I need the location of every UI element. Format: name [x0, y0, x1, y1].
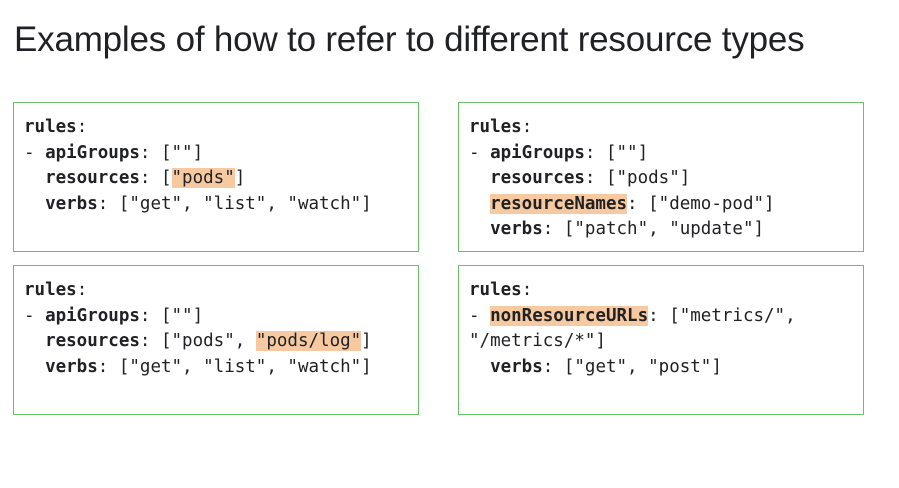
- highlighted-token: "pods/log": [255, 331, 362, 351]
- code-keyword: apiGroups: [45, 142, 140, 163]
- code-text: [24, 357, 45, 377]
- code-text: : ["get", "list", "watch"]: [97, 356, 372, 377]
- code-text: :: [76, 280, 88, 300]
- code-text: -: [24, 142, 46, 163]
- code-text: -: [469, 142, 491, 163]
- code-line: verbs: ["get", "list", "watch"]: [24, 355, 372, 381]
- code-keyword: apiGroups: [45, 305, 140, 326]
- code-line: verbs: ["get", "post"]: [469, 355, 796, 381]
- code-text: : ["get", "post"]: [542, 356, 722, 377]
- code-keyword: apiGroups: [490, 142, 585, 163]
- code-keyword: rules: [24, 280, 77, 300]
- code-text: [24, 194, 45, 214]
- code-block: rules:- apiGroups: [""] resources: ["pod…: [469, 115, 775, 243]
- code-text: [469, 168, 490, 188]
- code-text: "/metrics/*"]: [469, 331, 606, 351]
- code-text: [24, 168, 45, 188]
- code-text: : ["pods"]: [584, 168, 691, 188]
- code-text: -: [24, 305, 46, 326]
- code-block: rules:- apiGroups: [""] resources: ["pod…: [24, 115, 372, 217]
- code-keyword: verbs: [490, 219, 543, 239]
- code-line: resources: ["pods"]: [469, 166, 775, 192]
- code-text: :: [521, 117, 533, 137]
- code-keyword: verbs: [45, 356, 98, 377]
- code-text: ]: [234, 168, 246, 188]
- code-text: : ["pods",: [139, 331, 256, 351]
- code-text: : [: [139, 168, 172, 188]
- code-keyword: resources: [45, 168, 140, 188]
- example-panel-subresource: rules:- apiGroups: [""] resources: ["pod…: [13, 265, 419, 415]
- example-panel-pods: rules:- apiGroups: [""] resources: ["pod…: [13, 102, 419, 252]
- code-text: :: [521, 280, 533, 300]
- highlighted-token: nonResourceURLs: [490, 305, 649, 326]
- code-line: verbs: ["get", "list", "watch"]: [24, 192, 372, 218]
- code-keyword: verbs: [45, 193, 98, 214]
- code-text: : [""]: [584, 142, 649, 163]
- code-text: [469, 194, 490, 214]
- code-text: : ["get", "list", "watch"]: [97, 193, 372, 214]
- code-line: resources: ["pods"]: [24, 166, 372, 192]
- code-line: rules:: [469, 278, 796, 304]
- code-keyword: rules: [469, 280, 522, 300]
- code-text: [24, 331, 45, 351]
- slide-title: Examples of how to refer to different re…: [14, 20, 805, 59]
- code-keyword: rules: [469, 117, 522, 137]
- code-text: ]: [361, 331, 372, 351]
- code-keyword: verbs: [490, 356, 543, 377]
- code-keyword: rules: [24, 117, 77, 137]
- example-panel-resource-names: rules:- apiGroups: [""] resources: ["pod…: [458, 102, 864, 252]
- highlighted-token: "pods": [171, 168, 235, 188]
- code-text: [469, 219, 490, 239]
- highlighted-token: resourceNames: [490, 193, 628, 214]
- code-line: resources: ["pods", "pods/log"]: [24, 329, 372, 355]
- code-line: resourceNames: ["demo-pod"]: [469, 192, 775, 218]
- code-block: rules:- nonResourceURLs: ["metrics/","/m…: [469, 278, 796, 380]
- code-line: verbs: ["patch", "update"]: [469, 217, 775, 243]
- code-text: [469, 357, 490, 377]
- code-text: :: [76, 117, 88, 137]
- code-text: : [""]: [139, 142, 204, 163]
- code-line: - nonResourceURLs: ["metrics/",: [469, 304, 796, 330]
- code-line: - apiGroups: [""]: [469, 141, 775, 167]
- code-line: rules:: [24, 115, 372, 141]
- code-line: "/metrics/*"]: [469, 329, 796, 355]
- code-text: -: [469, 305, 491, 326]
- code-block: rules:- apiGroups: [""] resources: ["pod…: [24, 278, 372, 380]
- code-text: : [""]: [139, 305, 204, 326]
- code-keyword: resources: [45, 331, 140, 351]
- code-text: : ["demo-pod"]: [627, 193, 775, 214]
- code-keyword: resources: [490, 168, 585, 188]
- code-line: - apiGroups: [""]: [24, 141, 372, 167]
- code-text: : ["metrics/",: [648, 305, 796, 326]
- example-panel-non-resource-urls: rules:- nonResourceURLs: ["metrics/","/m…: [458, 265, 864, 415]
- code-line: rules:: [469, 115, 775, 141]
- code-line: - apiGroups: [""]: [24, 304, 372, 330]
- code-text: : ["patch", "update"]: [542, 219, 765, 239]
- code-line: rules:: [24, 278, 372, 304]
